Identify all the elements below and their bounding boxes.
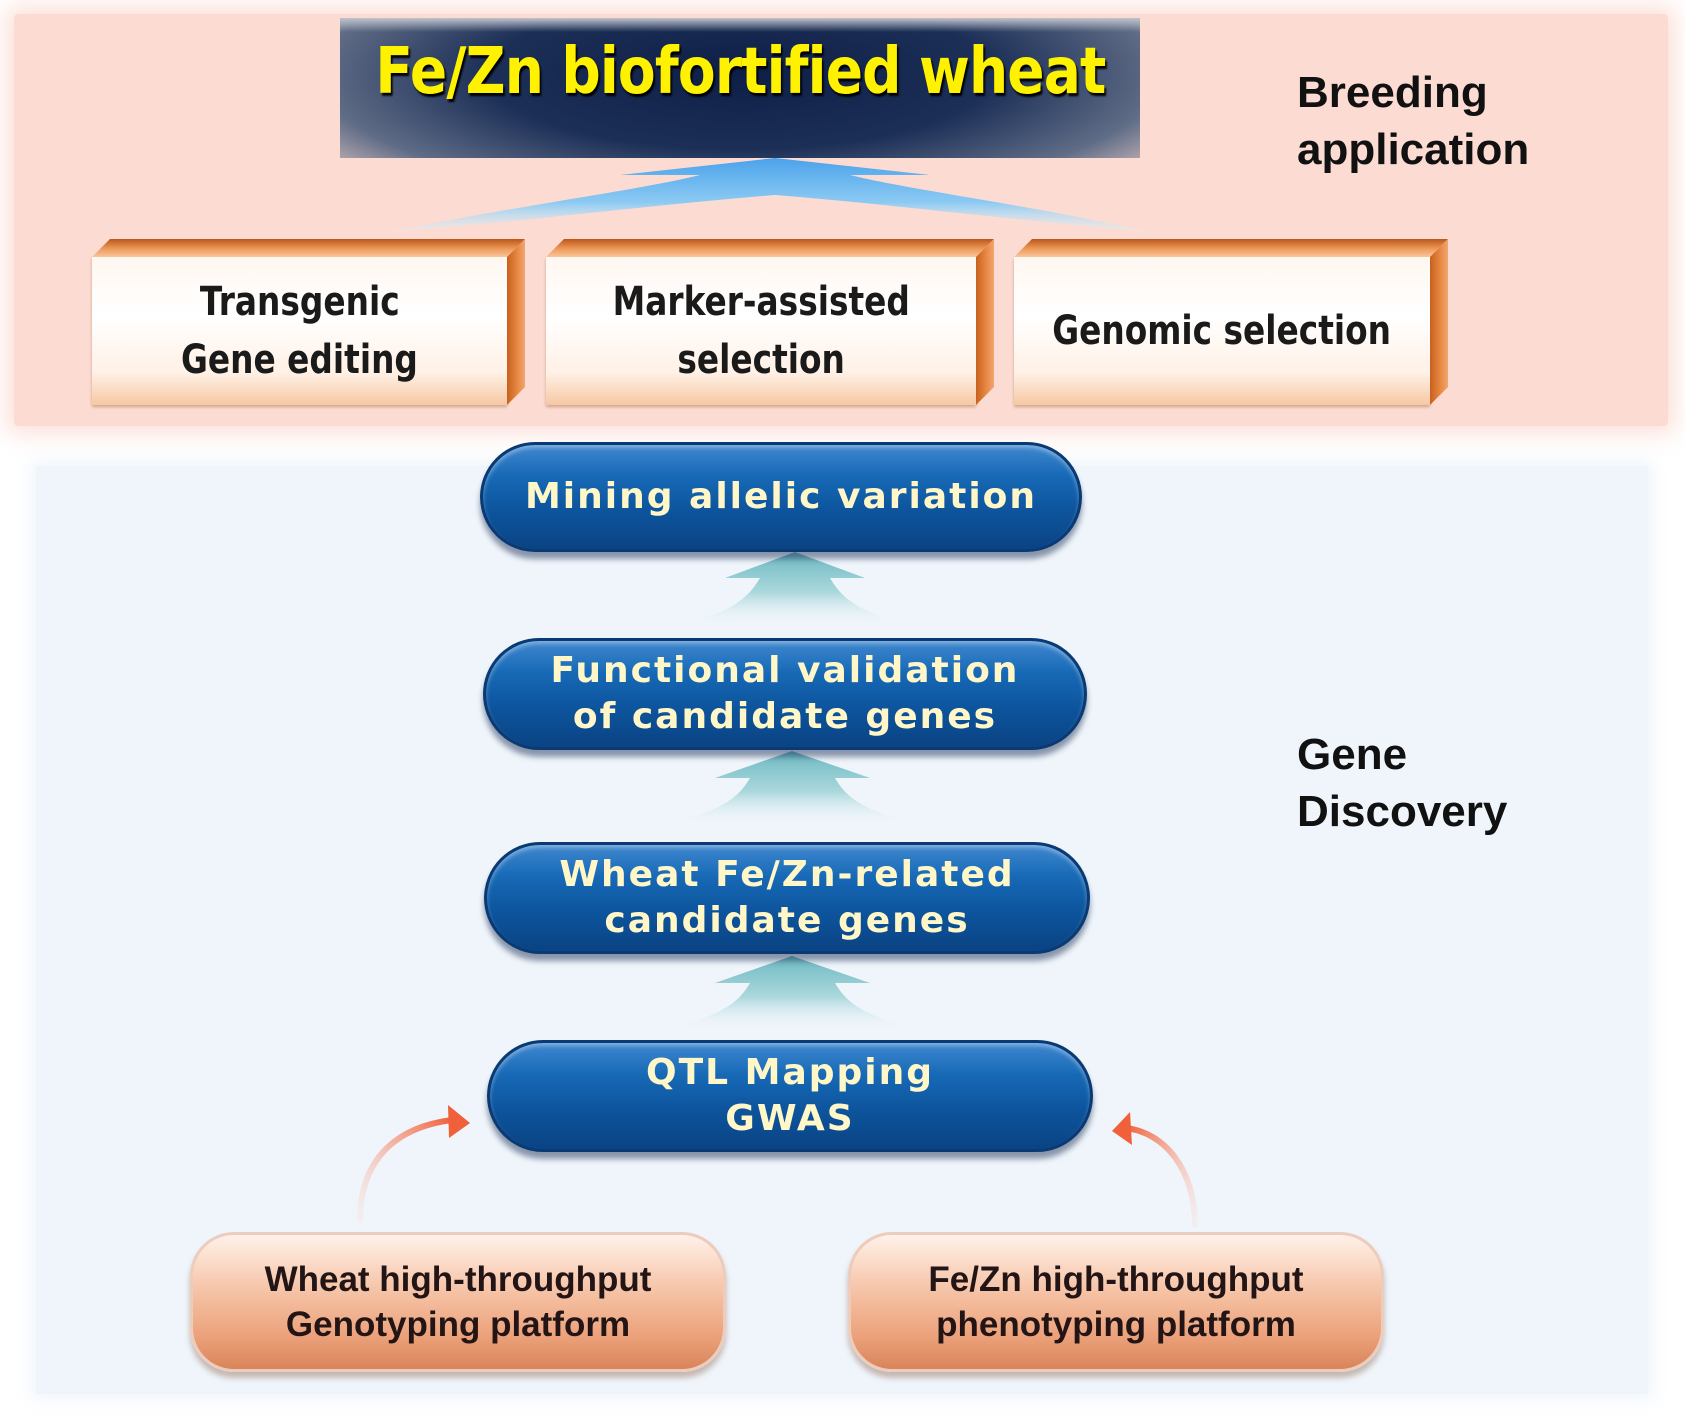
label-line: application xyxy=(1297,125,1530,174)
box-top-face xyxy=(546,239,994,257)
method-box-transgenic: Transgenic Gene editing xyxy=(92,257,507,405)
converge-arrow xyxy=(390,158,1150,232)
platform-line: Fe/Zn high-throughput xyxy=(928,1260,1304,1299)
step-line: QTL Mapping xyxy=(645,1052,935,1093)
box-top-face xyxy=(1014,239,1448,257)
platform-line: phenotyping platform xyxy=(936,1305,1296,1344)
left-curve-arrow xyxy=(357,1117,455,1223)
title-banner: Fe/Zn biofortified wheat xyxy=(340,18,1140,158)
method-line: Transgenic xyxy=(199,279,400,325)
step-line: candidate genes xyxy=(604,900,970,941)
box-side-face xyxy=(507,239,525,405)
box-side-face xyxy=(976,239,994,405)
breeding-application-label: Breeding application xyxy=(1297,64,1529,178)
step-functional-validation: Functional validation of candidate genes xyxy=(483,638,1087,750)
label-line: Gene xyxy=(1297,730,1408,779)
up-arrow-1 xyxy=(680,552,910,625)
label-line: Discovery xyxy=(1297,787,1508,836)
label-line: Breeding xyxy=(1297,68,1488,117)
box-top-face xyxy=(92,239,525,257)
method-line: Marker-assisted xyxy=(612,279,910,325)
method-box-marker-assisted: Marker-assisted selection xyxy=(546,257,976,405)
method-box-genomic-selection: Genomic selection xyxy=(1014,257,1430,405)
platform-line: Wheat high-throughput xyxy=(264,1260,652,1299)
method-line: selection xyxy=(677,337,845,383)
step-line: Mining allelic variation xyxy=(524,476,1038,517)
platform-line: Genotyping platform xyxy=(285,1305,631,1344)
step-line: Wheat Fe/Zn-related xyxy=(559,854,1015,895)
step-candidate-genes: Wheat Fe/Zn-related candidate genes xyxy=(484,842,1090,954)
main-title: Fe/Zn biofortified wheat xyxy=(374,35,1106,109)
right-curve-arrowhead xyxy=(1112,1112,1132,1145)
genotyping-platform: Wheat high-throughput Genotyping platfor… xyxy=(190,1232,726,1372)
step-line: GWAS xyxy=(725,1098,855,1139)
step-mining-allelic-variation: Mining allelic variation xyxy=(480,442,1082,552)
gene-discovery-label: Gene Discovery xyxy=(1297,726,1507,840)
right-curve-arrow xyxy=(1122,1125,1198,1228)
method-line: Genomic selection xyxy=(1052,308,1392,354)
method-line: Gene editing xyxy=(181,337,418,383)
left-curve-arrowhead xyxy=(448,1105,470,1138)
up-arrow-3 xyxy=(658,956,926,1030)
phenotyping-platform: Fe/Zn high-throughput phenotyping platfo… xyxy=(848,1232,1384,1372)
step-line: of candidate genes xyxy=(572,696,998,737)
step-line: Functional validation xyxy=(550,650,1020,691)
box-side-face xyxy=(1430,239,1448,405)
up-arrow-2 xyxy=(660,751,925,825)
step-qtl-mapping-gwas: QTL Mapping GWAS xyxy=(487,1040,1093,1152)
